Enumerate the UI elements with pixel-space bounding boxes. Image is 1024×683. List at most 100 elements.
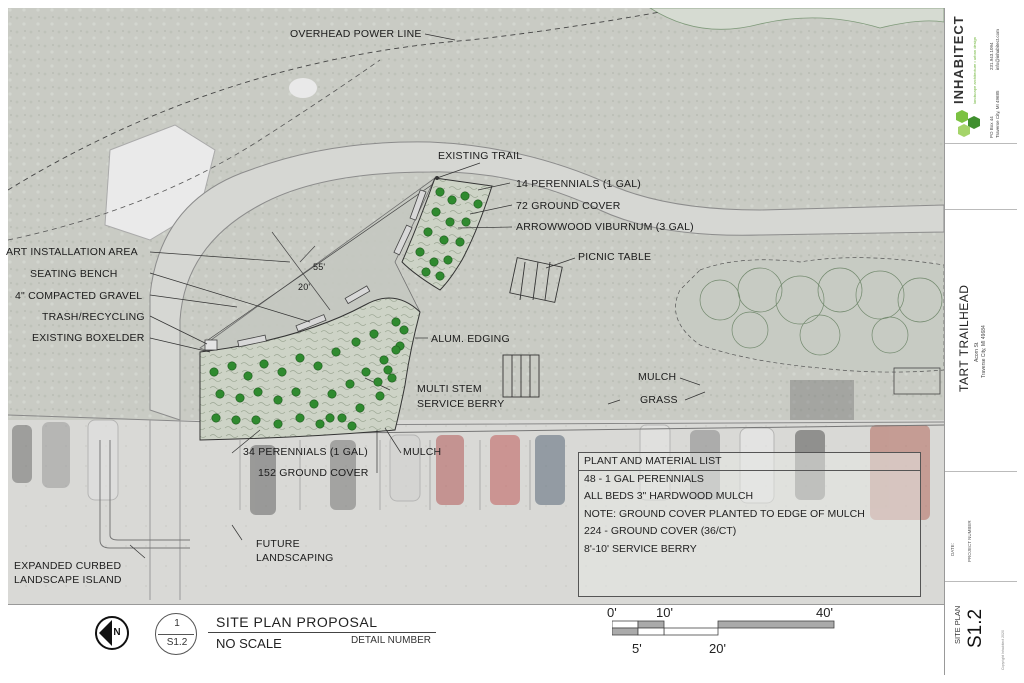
plant-symbol	[473, 199, 483, 209]
plant-symbol	[337, 413, 347, 423]
firm-tagline: landscape architecture • urban design	[972, 37, 977, 104]
picnic-table-label: PICNIC TABLE	[578, 251, 652, 263]
plant-symbol	[273, 419, 283, 429]
plant-symbol	[443, 255, 453, 265]
plant-symbol	[375, 391, 385, 401]
overhead-power-line	[8, 11, 661, 191]
plant-list-title: PLANT AND MATERIAL LIST	[579, 453, 920, 471]
existing-boxelder-label: EXISTING BOXELDER	[32, 332, 145, 344]
north-letter: N	[113, 627, 121, 638]
plant-list-row: 8'-10' SERVICE BERRY	[584, 542, 697, 555]
mulch-bottom-label: MULCH	[403, 446, 442, 458]
sheet-label: SITE PLAN	[953, 605, 962, 644]
blank-cell	[945, 144, 1017, 210]
graphic-scale-bar	[612, 620, 835, 636]
plant-symbol	[391, 317, 401, 327]
ground-cover-72-label: 72 GROUND COVER	[516, 200, 621, 212]
plant-symbol	[315, 419, 325, 429]
expanded-curbed-label: EXPANDED CURBED	[14, 560, 122, 572]
scale-label-20: 20'	[709, 641, 726, 656]
plant-symbol	[273, 395, 283, 405]
detail-marker-number: 1	[174, 618, 180, 629]
firm-address-2: Traverse City, MI 49685	[995, 90, 1000, 138]
upper-planting-bed	[401, 177, 493, 291]
dimension-55-label: 55'	[313, 262, 326, 272]
plant-symbol	[369, 329, 379, 339]
future-label: FUTURE	[256, 538, 300, 550]
service-berry-label: SERVICE BERRY	[417, 398, 505, 410]
perennials-14-label: 14 PERENNIALS (1 GAL)	[516, 178, 641, 190]
plant-symbol	[373, 377, 383, 387]
plant-symbol	[391, 345, 401, 355]
plant-symbol	[435, 187, 445, 197]
arrowwood-label: ARROWWOOD VIBURNUM (3 GAL)	[516, 221, 694, 233]
firm-email: info@inhabitect.com	[995, 29, 1000, 70]
north-arrow-graphic	[99, 620, 112, 646]
project-address-1: Acorn St.	[974, 341, 980, 362]
detail-marker-sheet: S1.2	[166, 637, 188, 648]
overhead-power-line-label: OVERHEAD POWER LINE	[290, 28, 422, 40]
perennials-34-label: 34 PERENNIALS (1 GAL)	[243, 446, 368, 458]
plant-symbol	[460, 191, 470, 201]
plant-symbol	[439, 235, 449, 245]
ground-cover-152-label: 152 GROUND COVER	[258, 467, 369, 479]
multi-stem-label: MULTI STEM	[417, 383, 482, 395]
seating-benches	[237, 189, 427, 348]
grass-label: GRASS	[640, 394, 678, 406]
inhabitect-logo-icon	[956, 110, 980, 137]
project-name: TART TRAILHEAD	[957, 284, 971, 392]
plant-symbol	[415, 247, 425, 257]
north-arrow-icon: N	[95, 616, 129, 650]
plant-symbol	[421, 267, 431, 277]
art-installation-label: ART INSTALLATION AREA	[6, 246, 138, 258]
date-label: DATE:	[950, 543, 955, 556]
plant-symbol	[347, 421, 357, 431]
plant-symbol	[399, 325, 409, 335]
trash-recycling-label: TRASH/RECYCLING	[42, 311, 145, 323]
lower-planting-bed	[199, 297, 421, 441]
plant-symbol	[431, 207, 441, 217]
sheet-cell: SITE PLAN S1.2 Copyright Inhabitect 2020	[945, 582, 1017, 675]
firm-name: INHABITECT	[951, 15, 966, 104]
plant-symbol	[295, 413, 305, 423]
existing-trail	[149, 141, 944, 421]
plant-symbol	[277, 367, 287, 377]
mulch-right-label: MULCH	[638, 371, 677, 383]
dimension-20-label: 20'	[298, 282, 311, 292]
sheet-number: S1.2	[965, 608, 986, 648]
plant-symbol	[331, 347, 341, 357]
trash-recycling	[204, 339, 218, 351]
plant-symbol	[211, 413, 221, 423]
drawing-title-strip	[8, 604, 944, 675]
scale-note: NO SCALE	[216, 636, 282, 651]
mulch-area-right	[675, 257, 944, 373]
plant-list-row: NOTE: GROUND COVER PLANTED TO EDGE OF MU…	[584, 507, 865, 520]
alum-edging-label: ALUM. EDGING	[431, 333, 510, 345]
plant-symbol	[209, 367, 219, 377]
plant-symbol	[351, 337, 361, 347]
plant-symbol	[215, 389, 225, 399]
title-block: INHABITECT landscape architecture • urba…	[944, 8, 1017, 675]
tree-canopy-top	[649, 8, 944, 30]
landscape-island-label: LANDSCAPE ISLAND	[14, 574, 122, 586]
scale-label-40: 40'	[816, 605, 833, 620]
plant-symbol	[295, 353, 305, 363]
plant-symbol	[447, 195, 457, 205]
plant-symbol	[361, 367, 371, 377]
scale-label-0: 0'	[607, 605, 617, 620]
plant-symbol	[387, 373, 397, 383]
seating-bench-label: SEATING BENCH	[30, 268, 118, 280]
plant-symbol	[243, 371, 253, 381]
scale-label-5: 5'	[632, 641, 642, 656]
project-address-2: Traverse City, MI 49684	[981, 325, 987, 378]
plant-symbols	[209, 187, 483, 431]
plant-symbol	[383, 365, 393, 375]
plant-symbol	[455, 237, 465, 247]
firm-phone: 231.943.1094	[989, 42, 994, 70]
plant-symbol	[325, 413, 335, 423]
plant-list-row: 48 - 1 GAL PERENNIALS	[584, 472, 704, 485]
plant-symbol	[345, 379, 355, 389]
detail-number-label: DETAIL NUMBER	[351, 635, 432, 646]
plant-symbol	[429, 257, 439, 267]
